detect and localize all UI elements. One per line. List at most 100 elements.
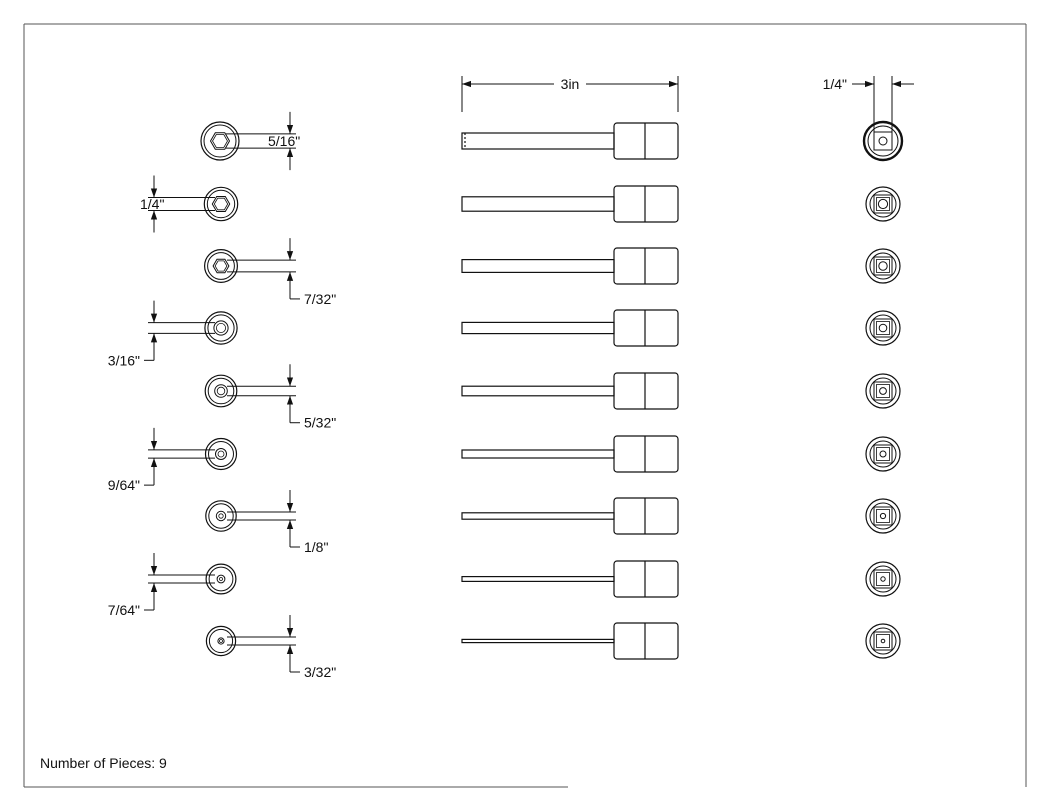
socket-outer-circle <box>204 311 238 345</box>
hex-opening-inner <box>214 260 228 272</box>
drive-center-hole <box>878 261 888 271</box>
size-dimension <box>148 175 215 233</box>
drive-inner-circle <box>867 125 899 157</box>
socket-outer-circle <box>205 625 237 657</box>
pieces-count: Number of Pieces: 9 <box>40 755 167 771</box>
socket-body <box>613 122 679 160</box>
socket-side-view <box>461 185 679 223</box>
socket-side-view <box>461 122 679 160</box>
hex-opening-inner <box>212 134 228 148</box>
bore-opening-inner <box>219 577 223 581</box>
socket-size-label: 5/16" <box>268 133 300 149</box>
size-dimension <box>227 364 300 424</box>
socket-body <box>613 435 679 473</box>
drive-outer-circle <box>865 373 901 409</box>
drive-inner-circle <box>869 502 897 530</box>
socket-inner-circle <box>207 314 235 342</box>
socket-outer-circle <box>203 186 239 222</box>
socket-body <box>613 309 679 347</box>
socket-shaft <box>461 512 615 520</box>
drive-inner-circle <box>869 252 897 280</box>
socket-inner-circle <box>207 377 235 405</box>
square-drive <box>873 131 893 151</box>
bore-opening <box>214 384 228 398</box>
socket-size-label: 3/16" <box>108 352 140 368</box>
socket-size-label: 5/32" <box>304 415 336 431</box>
square-drive <box>873 631 893 651</box>
length-dimension-label: 3in <box>561 76 580 92</box>
socket-drive-view <box>865 186 901 222</box>
size-dimension <box>227 490 300 548</box>
square-drive <box>873 381 893 401</box>
drive-center-hole <box>879 512 887 520</box>
socket-end-view: 1/8" <box>205 490 328 555</box>
socket-end-view: 3/16" <box>108 300 238 368</box>
drive-center-hole <box>880 576 886 582</box>
drive-inner-circle <box>869 190 897 218</box>
socket-shaft <box>461 259 615 274</box>
drive-center-hole <box>879 450 887 458</box>
socket-side-view <box>461 435 679 473</box>
socket-drive-view <box>865 373 901 409</box>
square-drive-inner <box>876 572 890 586</box>
bore-opening <box>215 510 227 522</box>
socket-drive-view <box>865 310 901 346</box>
size-dimension <box>227 615 300 673</box>
square-drive <box>873 444 893 464</box>
size-dimension <box>144 553 215 611</box>
socket-drive-views <box>862 120 904 659</box>
square-drive-inner <box>876 384 890 398</box>
bore-opening <box>213 320 229 336</box>
drive-inner-circle <box>869 440 897 468</box>
size-dimension <box>226 111 296 171</box>
socket-end-view: 9/64" <box>108 427 238 493</box>
socket-side-view <box>461 497 679 535</box>
socket-side-view <box>461 247 679 285</box>
socket-side-view <box>461 560 679 598</box>
socket-shaft <box>461 385 615 397</box>
drive-center-hole <box>877 198 889 210</box>
square-drive <box>873 506 893 526</box>
drive-outer-circle <box>865 248 901 284</box>
socket-outer-circle <box>204 437 238 471</box>
socket-inner-circle <box>206 189 236 219</box>
bore-opening-inner <box>219 639 223 643</box>
socket-shaft <box>461 132 615 150</box>
hex-opening-inner <box>213 197 229 211</box>
drive-outer-circle <box>865 623 901 659</box>
drive-outer-circle <box>865 310 901 346</box>
socket-inner-circle <box>208 628 234 654</box>
socket-size-label: 7/64" <box>108 602 140 618</box>
socket-shaft <box>461 575 615 582</box>
drive-outer-circle <box>862 120 904 162</box>
socket-drive-view <box>865 498 901 534</box>
drive-dimension-label: 1/4" <box>823 76 847 92</box>
socket-side-view <box>461 372 679 410</box>
socket-drive-view <box>865 436 901 472</box>
socket-drive-view <box>865 623 901 659</box>
socket-end-view: 7/32" <box>204 238 336 307</box>
socket-size-label: 1/8" <box>304 539 328 555</box>
socket-body <box>613 185 679 223</box>
drive-center-hole <box>880 638 886 644</box>
square-drive-inner <box>876 447 890 461</box>
socket-outer-circle <box>205 500 237 532</box>
socket-size-label: 3/32" <box>304 664 336 680</box>
socket-body <box>613 497 679 535</box>
socket-end-view: 7/64" <box>108 553 237 618</box>
size-dimension <box>144 427 215 486</box>
socket-shaft <box>461 449 615 459</box>
square-drive-inner <box>876 509 890 523</box>
hex-opening <box>212 258 230 274</box>
socket-side-view <box>461 622 679 660</box>
drive-inner-circle <box>869 377 897 405</box>
size-dimension <box>144 300 215 361</box>
socket-shaft <box>461 321 615 335</box>
socket-outer-circle <box>205 563 237 595</box>
socket-body <box>613 247 679 285</box>
bore-opening-inner <box>218 513 224 519</box>
drive-outer-circle <box>865 436 901 472</box>
socket-inner-circle <box>208 441 234 467</box>
bore-opening <box>217 637 225 645</box>
